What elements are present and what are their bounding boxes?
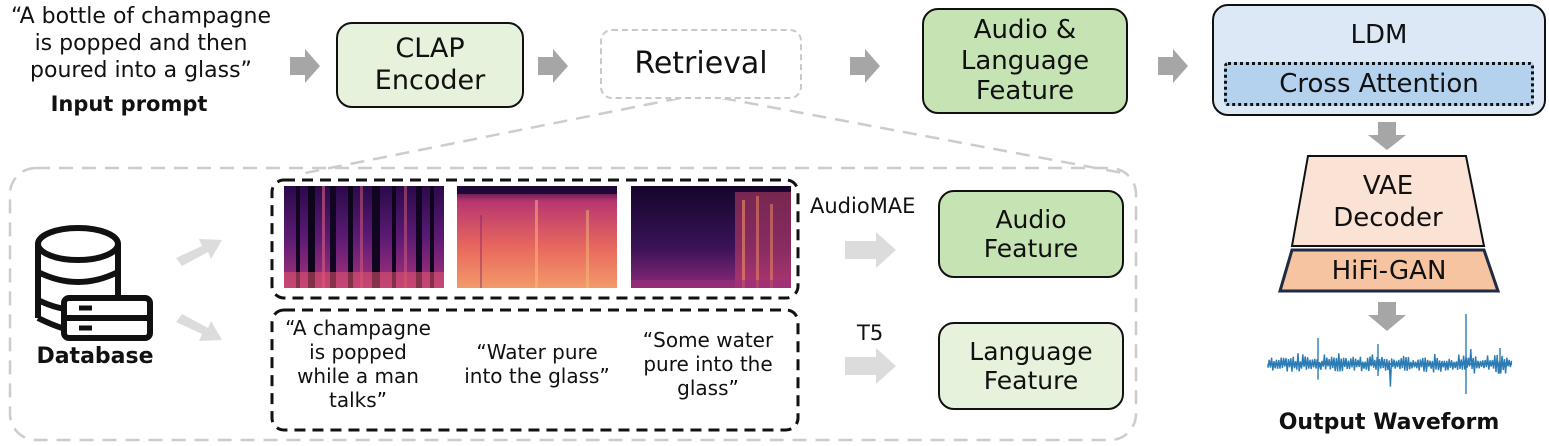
arrow-t5: [845, 348, 896, 384]
audio-feature-box: Audio Feature: [938, 190, 1124, 278]
arrow-retrieval-to-feature: [850, 49, 880, 83]
cross-attention-box: Cross Attention: [1224, 62, 1534, 106]
hifigan-label: HiFi-GAN: [1331, 256, 1447, 286]
arrow-prompt-to-clap: [290, 49, 320, 83]
arrow-database-to-spectrograms: [176, 239, 222, 266]
arrow-ldm-to-vae: [1368, 122, 1406, 150]
audio-language-feature-box: Audio & Language Feature: [922, 8, 1128, 114]
t5-label: T5: [857, 321, 884, 345]
caption-2: “Water pure into the glass”: [464, 340, 610, 388]
caption-group-frame: [270, 308, 800, 432]
output-waveform: [1267, 314, 1513, 394]
arrow-database-to-captions: [176, 314, 222, 341]
clap-encoder-box: CLAP Encoder: [336, 22, 524, 108]
database-icon: [35, 225, 153, 341]
retrieval-detail-frame: [8, 166, 1138, 442]
ldm-title: LDM: [1350, 20, 1408, 50]
spectrogram-2: [457, 186, 617, 288]
output-waveform-label: Output Waveform: [1278, 410, 1500, 435]
vae-decoder-shape: [1290, 155, 1486, 247]
spectrogram-group-frame: [270, 178, 800, 300]
arrow-hifigan-to-waveform: [1368, 302, 1406, 331]
database-label: Database: [36, 344, 154, 369]
input-prompt-text: “A bottle of champagne is popped and the…: [11, 4, 271, 83]
spectrogram-1: [284, 186, 444, 288]
hifigan-shape: [1277, 248, 1501, 293]
spectrogram-3: [631, 186, 791, 288]
audiomae-label: AudioMAE: [810, 194, 916, 218]
retrieval-box: Retrieval: [600, 29, 802, 99]
input-prompt-label: Input prompt: [50, 92, 208, 116]
caption-3: “Some water pure into the glass”: [642, 328, 774, 400]
arrow-audiomae: [845, 232, 896, 268]
caption-1: “A champagne is popped while a man talks…: [285, 316, 431, 412]
arrow-feature-to-ldm: [1158, 49, 1188, 83]
arrow-clap-to-retrieval: [538, 49, 568, 83]
retrieval-zoom-line-left: [299, 96, 681, 176]
vae-decoder-label: VAE Decoder: [1333, 171, 1443, 233]
language-feature-box: Language Feature: [938, 322, 1124, 410]
